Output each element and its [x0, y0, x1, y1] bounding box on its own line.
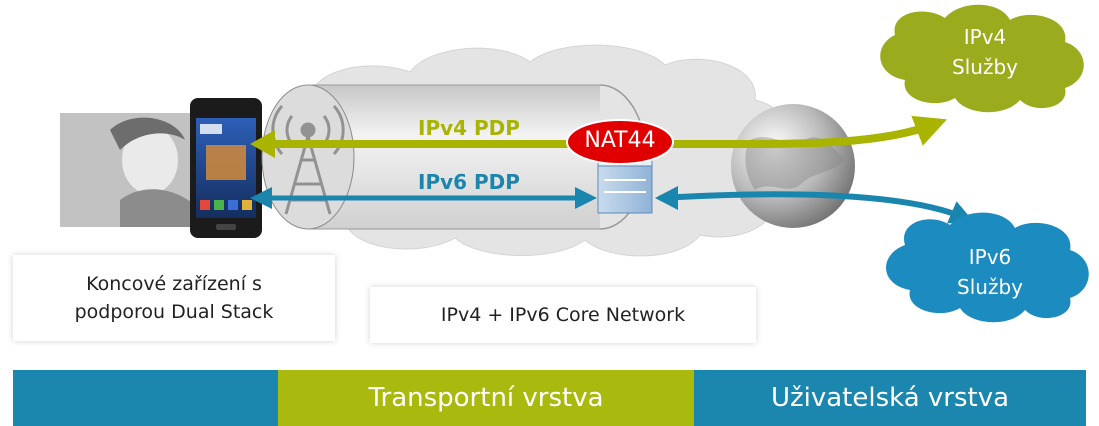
ipv4-services-cloud	[880, 4, 1084, 113]
ipv4-services-title: IPv4	[963, 25, 1007, 49]
ipv6-services-subtitle: Služby	[957, 275, 1023, 299]
ipv4-pdp-label: IPv4 PDP	[418, 116, 520, 140]
antenna-icon	[271, 105, 345, 215]
internet-globe-icon	[731, 104, 855, 228]
ipv6-services-cloud	[886, 212, 1089, 323]
nat44-badge	[566, 119, 674, 165]
device-caption-line2: podporou Dual Stack	[74, 301, 274, 323]
smartphone	[190, 98, 262, 238]
user-layer-label: Uživatelská vrstva	[770, 383, 1010, 413]
band-user-layer: Uživatelská vrstva	[694, 370, 1086, 426]
ipv6-pdp-label: IPv6 PDP	[418, 170, 520, 194]
server-icon	[597, 157, 653, 214]
device-caption-box: Koncové zařízení s podporou Dual Stack	[13, 255, 335, 341]
ipv4-services-label: IPv4 Služby	[915, 22, 1055, 82]
nat44-label: NAT44	[584, 128, 656, 153]
band-transport-layer: Transportní vrstva	[278, 370, 694, 426]
transport-layer-label: Transportní vrstva	[368, 383, 604, 413]
band-blue-left	[13, 370, 278, 426]
ipv6-services-title: IPv6	[968, 245, 1012, 269]
transport-tube	[261, 84, 647, 230]
ipv6-flow-arrow	[250, 186, 974, 224]
ipv6-services-label: IPv6 Služby	[920, 242, 1060, 302]
ipv4-services-subtitle: Služby	[952, 55, 1018, 79]
core-network-caption-box: IPv4 + IPv6 Core Network	[370, 287, 756, 343]
device-caption-line1: Koncové zařízení s	[86, 273, 262, 295]
core-network-caption: IPv4 + IPv6 Core Network	[440, 304, 686, 326]
